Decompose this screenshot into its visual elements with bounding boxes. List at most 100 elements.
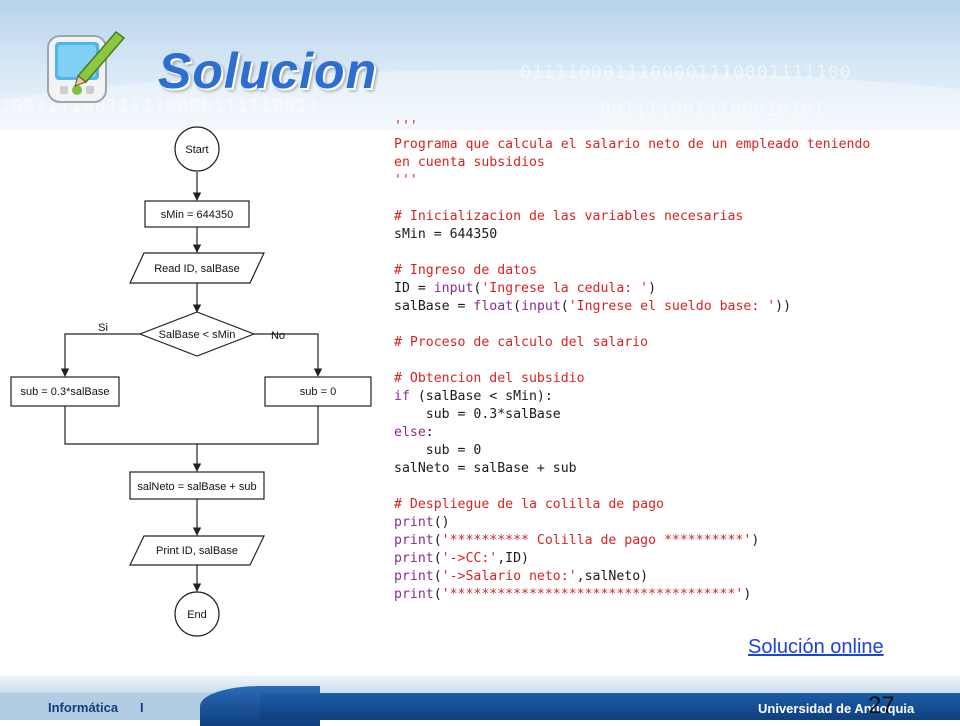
node-read-label: Read ID, salBase <box>154 263 240 275</box>
code-line <box>394 478 954 496</box>
code-token: ( <box>560 299 569 314</box>
code-token: print <box>394 569 434 584</box>
code-token: ''' <box>394 119 418 134</box>
code-token: ( <box>433 569 442 584</box>
code-token: ( <box>433 587 442 602</box>
code-token: # Despliegue de la colilla de pago <box>394 497 664 512</box>
code-token: print <box>394 515 434 530</box>
code-line: salNeto = salBase + sub <box>394 460 954 478</box>
code-token: salNeto = salBase + sub <box>394 461 577 476</box>
code-token: '->CC:' <box>441 551 498 566</box>
node-yes-branch: sub = 0.3*salBase <box>10 376 120 407</box>
node-read: Read ID, salBase <box>129 252 265 284</box>
university-name: Universidad de Antioquia <box>758 701 915 716</box>
course-level: I <box>140 700 144 715</box>
edge-yes-merge <box>64 406 197 445</box>
code-line <box>394 244 954 262</box>
code-token: ) <box>751 533 760 548</box>
label-yes: Si <box>98 322 108 334</box>
online-solution-link[interactable]: Solución online <box>748 636 884 658</box>
code-token: )) <box>775 299 792 314</box>
node-decision: SalBase < sMin <box>138 311 256 357</box>
code-token: sub = 0.3*salBase <box>394 407 561 422</box>
slide-number: 27 <box>868 692 895 719</box>
label-no: No <box>271 330 285 342</box>
python-code-block: ''' Programa que calcula el salario neto … <box>394 118 954 604</box>
code-line: # Proceso de calculo del salario <box>394 334 954 352</box>
node-init-label: sMin = 644350 <box>161 209 233 221</box>
node-end-label: End <box>187 609 207 621</box>
code-token: Programa que calcula el salario neto de … <box>394 137 871 152</box>
code-token: ) <box>743 587 752 602</box>
node-start: Start <box>174 126 220 172</box>
node-no-branch: sub = 0 <box>264 376 372 407</box>
pda-pencil-icon <box>47 30 126 103</box>
code-line: salBase = float(input('Ingrese el sueldo… <box>394 298 954 316</box>
code-line: ID = input('Ingrese la cedula: ') <box>394 280 954 298</box>
code-token: en cuenta subsidios <box>394 155 545 170</box>
code-token: salBase = <box>394 299 474 314</box>
node-yes-branch-label: sub = 0.3*salBase <box>21 386 110 398</box>
code-line: print('->Salario neto:',salNeto) <box>394 568 954 586</box>
slide-header: 100111100111110000111110011 011110001110… <box>0 0 960 130</box>
code-token: # Obtencion del subsidio <box>394 371 585 386</box>
code-token: else <box>394 425 426 440</box>
node-print: Print ID, salBase <box>129 535 265 566</box>
code-line: # Ingreso de datos <box>394 262 954 280</box>
code-token: (salBase < sMin): <box>409 389 553 404</box>
code-token: ,salNeto) <box>576 569 649 584</box>
code-token: sub = 0 <box>394 443 482 458</box>
code-line: print('********** Colilla de pago ******… <box>394 532 954 550</box>
binary-pattern-right-2: 0011110011100010101 <box>600 100 825 121</box>
node-print-label: Print ID, salBase <box>156 545 238 557</box>
slide-title: Solucion <box>158 43 378 99</box>
code-token: input <box>433 281 474 296</box>
code-line: ''' <box>394 172 954 190</box>
code-line: print('->CC:',ID) <box>394 550 954 568</box>
code-token: ( <box>433 533 442 548</box>
node-start-label: Start <box>185 144 208 156</box>
code-token: ,ID) <box>497 551 529 566</box>
course-name: Informática <box>48 700 119 715</box>
code-token: '************************************' <box>441 587 744 602</box>
code-token: ( <box>433 551 442 566</box>
code-token: print <box>394 587 434 602</box>
code-line: # Inicializacion de las variables necesa… <box>394 208 954 226</box>
footer-swoosh <box>0 676 960 694</box>
code-token: ( <box>473 281 482 296</box>
code-token: # Proceso de calculo del salario <box>394 335 649 350</box>
node-init: sMin = 644350 <box>144 200 250 228</box>
code-line: print() <box>394 514 954 532</box>
code-token: ) <box>648 281 657 296</box>
code-line: else: <box>394 424 954 442</box>
code-line: en cuenta subsidios <box>394 154 954 172</box>
code-token: ID = <box>394 281 434 296</box>
code-line: sub = 0 <box>394 442 954 460</box>
binary-pattern-right: 0111100011100001110001111100 <box>520 62 852 83</box>
code-token: if <box>394 389 410 404</box>
code-line <box>394 352 954 370</box>
code-token: '********** Colilla de pago **********' <box>441 533 752 548</box>
node-end: End <box>174 591 220 637</box>
code-token: # Inicializacion de las variables necesa… <box>394 209 744 224</box>
edge-no-merge <box>197 406 319 445</box>
code-token: 'Ingrese la cedula: ' <box>481 281 649 296</box>
code-line: # Despliegue de la colilla de pago <box>394 496 954 514</box>
code-token: '->Salario neto:' <box>441 569 577 584</box>
code-token: # Ingreso de datos <box>394 263 537 278</box>
code-line <box>394 190 954 208</box>
slide-footer: Informática I Universidad de Antioquia 2… <box>0 676 960 726</box>
code-token: ''' <box>394 173 418 188</box>
code-line: if (salBase < sMin): <box>394 388 954 406</box>
code-line: # Obtencion del subsidio <box>394 370 954 388</box>
code-line: sub = 0.3*salBase <box>394 406 954 424</box>
node-compute: salNeto = salBase + sub <box>129 471 265 500</box>
footer-right-band <box>260 693 960 720</box>
code-line: Programa que calcula el salario neto de … <box>394 136 954 154</box>
code-token: print <box>394 551 434 566</box>
code-line: sMin = 644350 <box>394 226 954 244</box>
code-token: sMin = 644350 <box>394 227 498 242</box>
node-no-branch-label: sub = 0 <box>300 386 336 398</box>
code-token: 'Ingrese el sueldo base: ' <box>568 299 776 314</box>
node-decision-label: SalBase < sMin <box>159 329 236 341</box>
